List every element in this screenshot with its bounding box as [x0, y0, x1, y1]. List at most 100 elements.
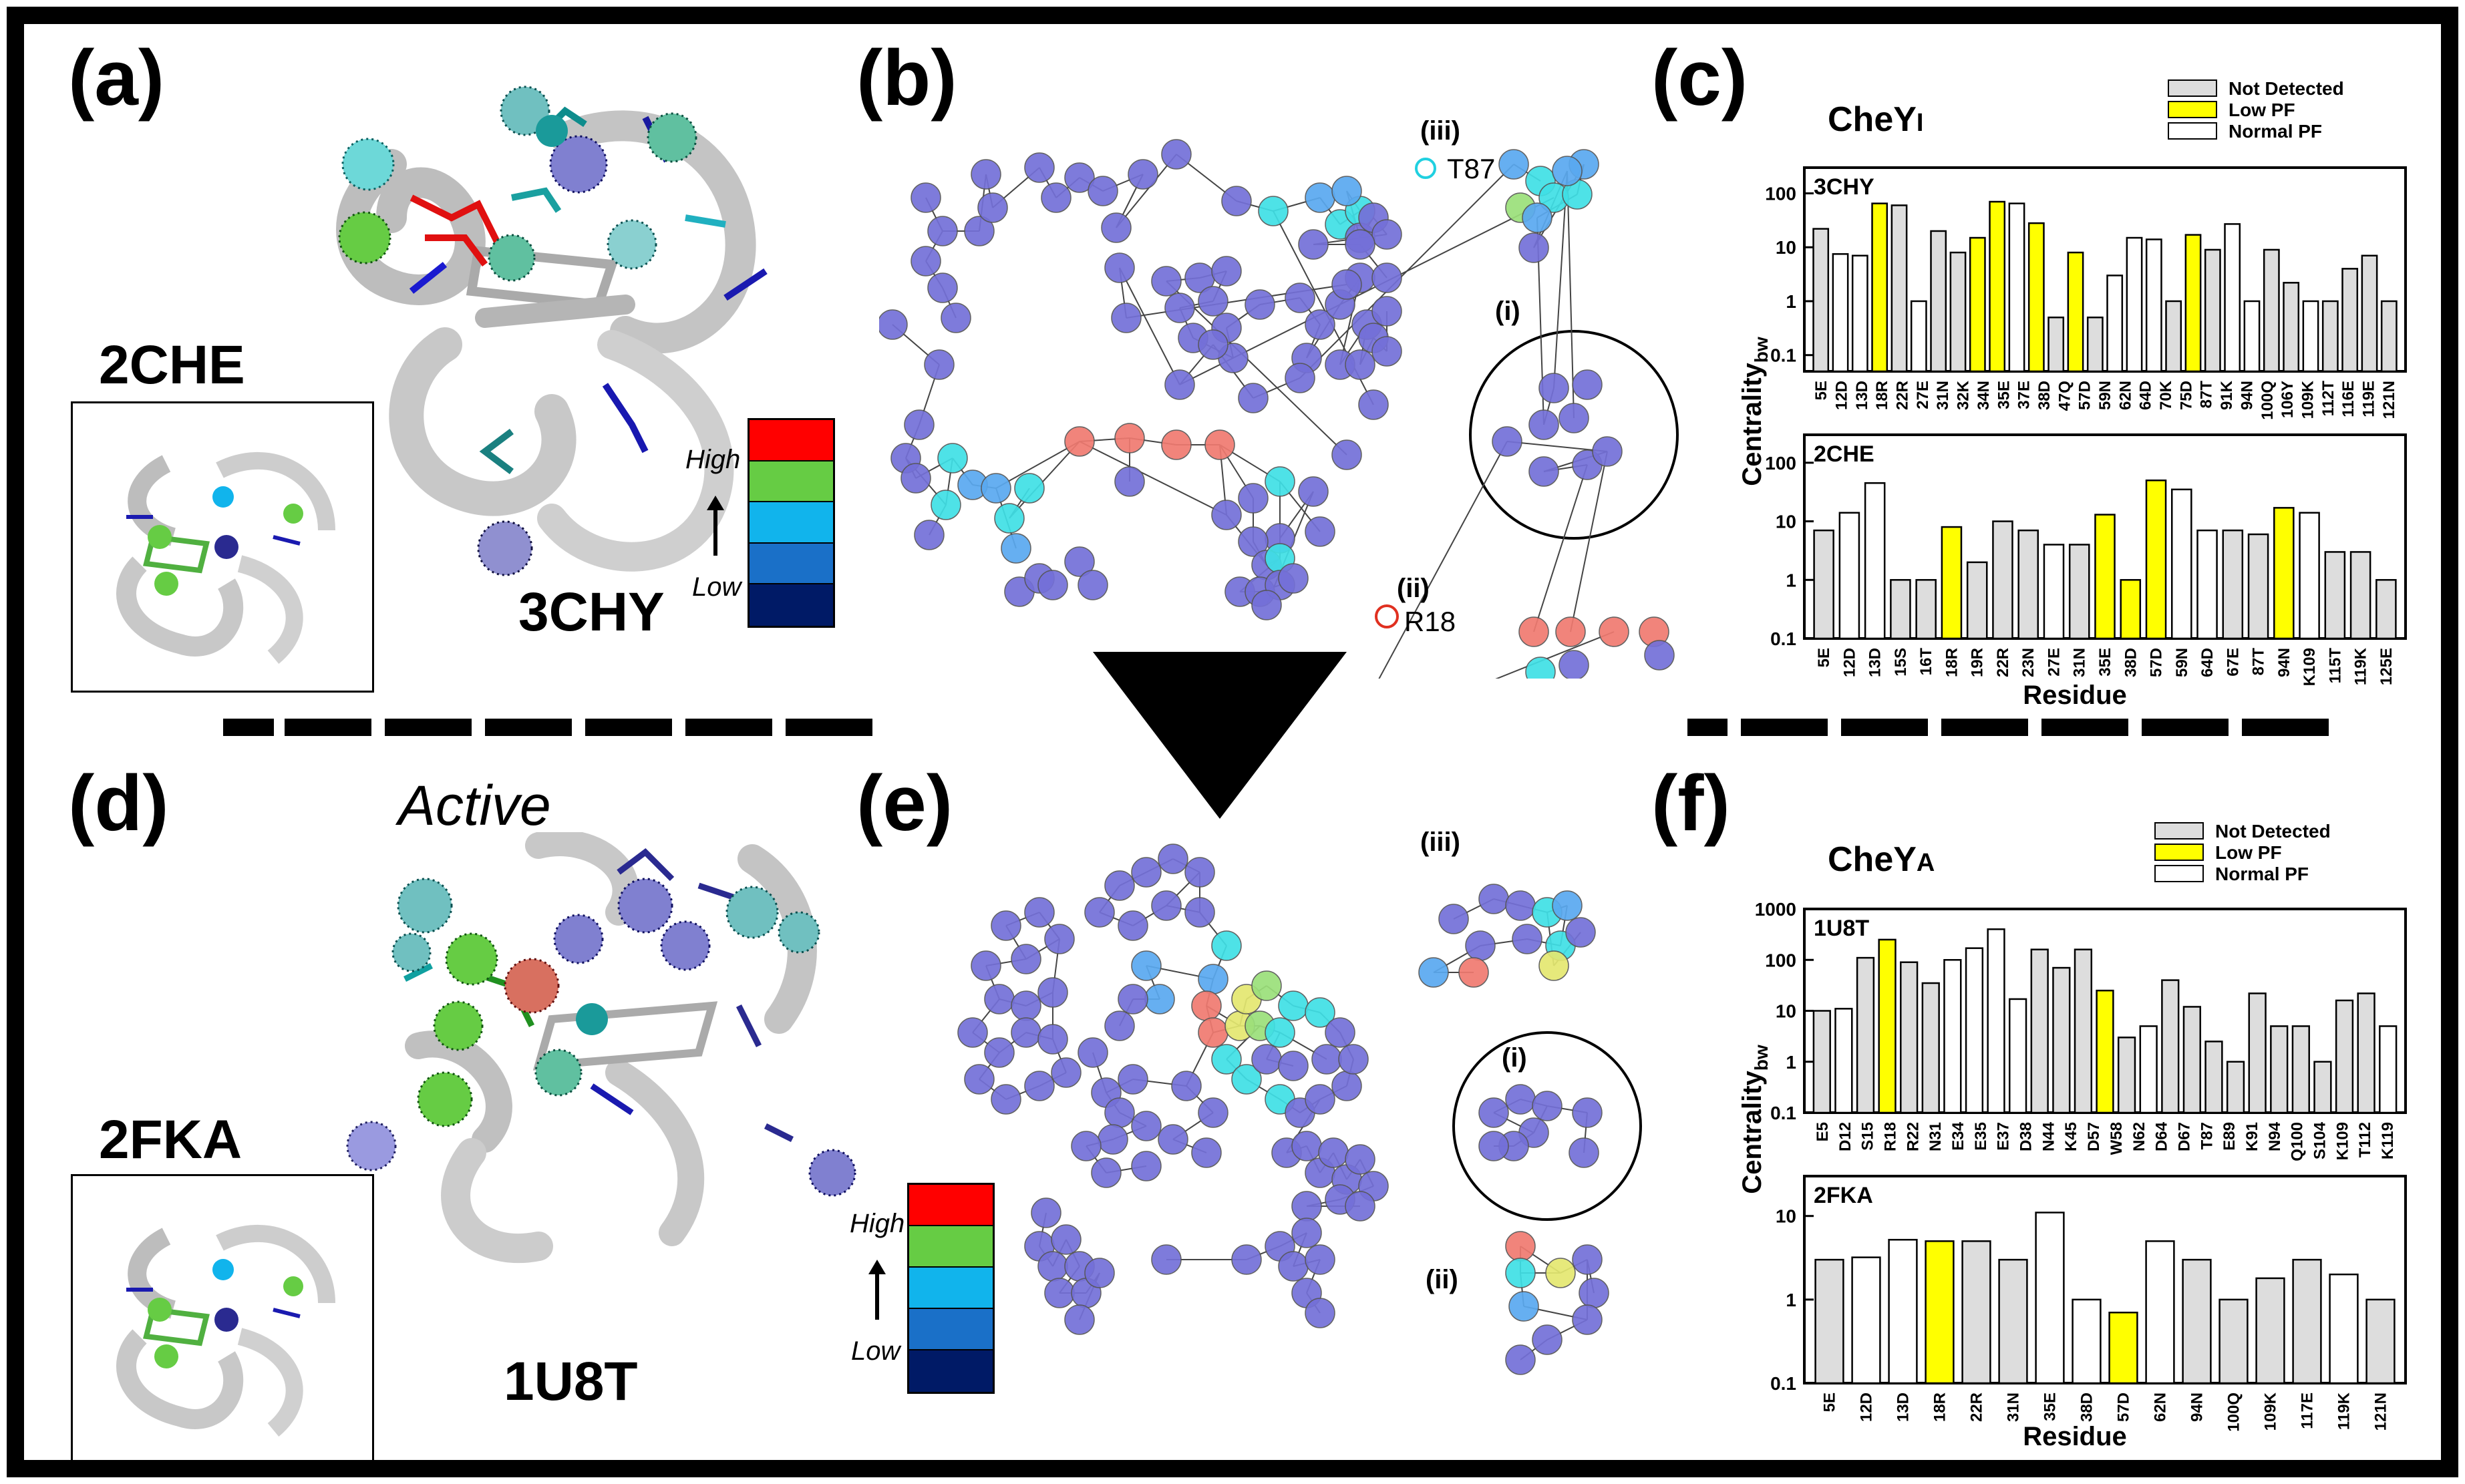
network-node: [1171, 1071, 1202, 1101]
bar: [1961, 1240, 1991, 1384]
bar: [2106, 274, 2124, 373]
bar: [2017, 529, 2039, 640]
network-node: [1014, 473, 1045, 504]
bar: [1864, 482, 1886, 640]
x-tick-label: K45: [2062, 1122, 2080, 1151]
network-node: [1101, 212, 1132, 243]
network-node: [914, 520, 945, 550]
x-tick-label: 59N: [2096, 381, 2114, 410]
x-tick-label: R18: [1881, 1122, 1899, 1151]
bar: [2349, 551, 2371, 640]
bar: [2196, 529, 2218, 640]
bar: [1925, 1240, 1955, 1384]
bar: [1812, 1010, 1831, 1114]
bar: [1871, 202, 1888, 373]
bar: [2008, 202, 2025, 373]
network-node: [957, 1017, 988, 1048]
bar: [2145, 1240, 2175, 1384]
network-node: [1238, 483, 1269, 514]
bar: [1834, 1008, 1853, 1114]
y-tick-label: 100: [1765, 453, 1796, 474]
network-node: [1251, 590, 1282, 620]
bar: [2335, 999, 2354, 1114]
network-node: [1358, 389, 1389, 420]
network-edge: [1166, 281, 1347, 455]
network-node: [1518, 232, 1549, 263]
x-tick-label: 47Q: [2056, 381, 2074, 411]
network-node: [937, 443, 968, 474]
panel-label-e: (e): [856, 759, 953, 848]
bar: [1851, 254, 1868, 373]
network-node: [964, 1064, 995, 1095]
x-tick-label: 15S: [1892, 648, 1910, 677]
bar: [2126, 236, 2143, 373]
bar: [2270, 1025, 2289, 1114]
scale-arrow-a: [707, 496, 724, 556]
x-tick-label: S15: [1859, 1122, 1877, 1151]
network-node: [1569, 1137, 1599, 1168]
network-node: [1051, 1224, 1082, 1255]
bar: [2182, 1258, 2212, 1384]
network-node: [1164, 293, 1195, 323]
transition-arrow: [1093, 652, 1347, 819]
xlabel-c: Residue: [2023, 681, 2127, 710]
network-node: [1114, 423, 1145, 453]
x-tick-label: 18R: [1931, 1393, 1949, 1422]
network-node: [1204, 429, 1235, 460]
legend-c-normal: Normal PF: [2229, 121, 2322, 142]
bar: [2184, 234, 2202, 373]
x-tick-label: 38D: [2122, 648, 2140, 677]
x-tick-label: 18R: [1873, 381, 1891, 410]
network-node: [1298, 476, 1329, 507]
bar: [2313, 1061, 2332, 1114]
x-tick-label: R22: [1904, 1122, 1922, 1151]
network-node: [1458, 957, 1489, 988]
bar: [1891, 204, 1908, 373]
network-node: [1528, 456, 1559, 487]
bar: [2094, 514, 2116, 640]
network-node: [1161, 429, 1192, 460]
x-tick-label: 62N: [2152, 1393, 2170, 1422]
subnetwork-circle: [1469, 330, 1679, 540]
network-node: [1118, 1064, 1148, 1095]
x-tick-label: 121N: [2380, 381, 2398, 419]
state-label-active: Active: [398, 774, 551, 837]
network-node: [941, 303, 971, 333]
x-tick-label: N62: [2130, 1122, 2148, 1151]
network-node: [964, 216, 995, 246]
ylabel-c: Centralitybw: [1738, 337, 1772, 486]
bar: [2120, 579, 2142, 640]
bar: [2329, 1273, 2359, 1384]
network-node: [1245, 289, 1275, 320]
x-tick-label: 38D: [2078, 1393, 2096, 1422]
x-tick-label: 5E: [1812, 381, 1830, 400]
x-tick-label: 121N: [2372, 1393, 2390, 1431]
x-tick-label: S104: [2311, 1121, 2329, 1159]
network-node: [1088, 176, 1118, 206]
network-node: [1231, 1244, 1262, 1275]
x-tick-label: 35E: [2096, 648, 2114, 677]
x-tick-label: 100Q: [2259, 381, 2277, 420]
network-node: [1291, 1218, 1322, 1248]
x-tick-label: 62N: [2116, 381, 2134, 410]
network-node: [1078, 570, 1108, 600]
network-node: [1572, 1097, 1603, 1128]
bar: [2008, 998, 2027, 1114]
x-tick-label: E37: [1995, 1122, 2013, 1151]
bar: [1943, 959, 1962, 1114]
x-tick-label: N44: [2039, 1121, 2058, 1151]
x-tick-label: 75D: [2177, 381, 2195, 410]
protein-structure-1u8t: [346, 832, 856, 1264]
network-node: [1151, 890, 1182, 921]
bar: [2302, 300, 2319, 373]
bar: [2043, 544, 2065, 640]
scale-high-label-a: High: [685, 445, 741, 474]
x-tick-label: 70K: [2157, 380, 2175, 410]
network-node: [1037, 1024, 1068, 1055]
bar: [2361, 254, 2378, 373]
network-node: [1151, 266, 1182, 297]
network-node: [1572, 1244, 1603, 1275]
x-tick-label: T87: [2198, 1122, 2216, 1149]
network-node: [879, 309, 908, 340]
network-node: [1565, 917, 1596, 948]
